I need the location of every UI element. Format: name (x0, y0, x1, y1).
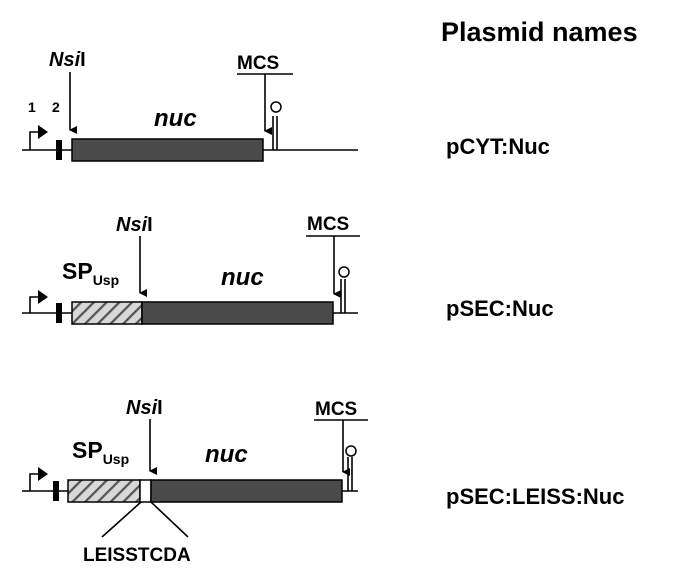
rbs-icon (53, 481, 59, 501)
promoter-icon (29, 473, 40, 491)
leiss-sequence-label: LEISSTCDA (83, 545, 191, 566)
signal-peptide-box (67, 479, 141, 503)
nuc-gene-label: nuc (154, 105, 197, 132)
promoter-arrowhead-icon (38, 125, 48, 139)
construct-pcyt-nuc: 1 2 nuc NsiI MCS pCYT:Nuc (22, 49, 550, 162)
leiss-callout-line (150, 501, 189, 538)
nuc-gene-box (150, 479, 343, 503)
page-title: Plasmid names (441, 17, 638, 47)
promoter-icon (29, 296, 40, 313)
mcs-label: MCS (315, 399, 357, 420)
promoter-icon (29, 131, 40, 150)
mcs-label: MCS (307, 214, 349, 235)
plasmid-name: pSEC:LEISS:Nuc (446, 484, 624, 509)
promoter-arrowhead-icon (38, 467, 48, 481)
rbs-icon (56, 140, 62, 160)
rbs-number: 2 (52, 99, 60, 115)
signal-peptide-label: SPUsp (72, 437, 129, 467)
signal-peptide-label: SPUsp (62, 258, 119, 288)
nuc-gene-label: nuc (221, 264, 264, 291)
plasmid-name: pCYT:Nuc (446, 134, 550, 159)
mcs-label: MCS (237, 53, 279, 74)
terminator-loop-icon (270, 101, 282, 113)
construct-psec-nuc: SPUsp nuc NsiI MCS pSEC:Nuc (22, 214, 554, 325)
promoter-number: 1 (28, 99, 36, 115)
nuc-gene-label: nuc (205, 441, 248, 468)
promoter-arrowhead-icon (38, 290, 48, 304)
terminator-loop-icon (338, 266, 350, 278)
leiss-linker-box (139, 479, 152, 503)
construct-psec-leiss-nuc: SPUsp nuc NsiI MCS LEISSTCDA pSEC:LEISS:… (22, 397, 624, 566)
plasmid-name: pSEC:Nuc (446, 296, 554, 321)
nsi-site-label: NsiI (49, 49, 86, 71)
signal-peptide-box (71, 301, 143, 325)
leiss-callout-line (101, 501, 142, 538)
nsi-site-label: NsiI (126, 397, 163, 419)
nuc-gene-box (71, 138, 264, 162)
nsi-site-label: NsiI (116, 214, 153, 236)
rbs-icon (56, 303, 62, 323)
nuc-gene-box (141, 301, 334, 325)
terminator-loop-icon (345, 445, 357, 457)
